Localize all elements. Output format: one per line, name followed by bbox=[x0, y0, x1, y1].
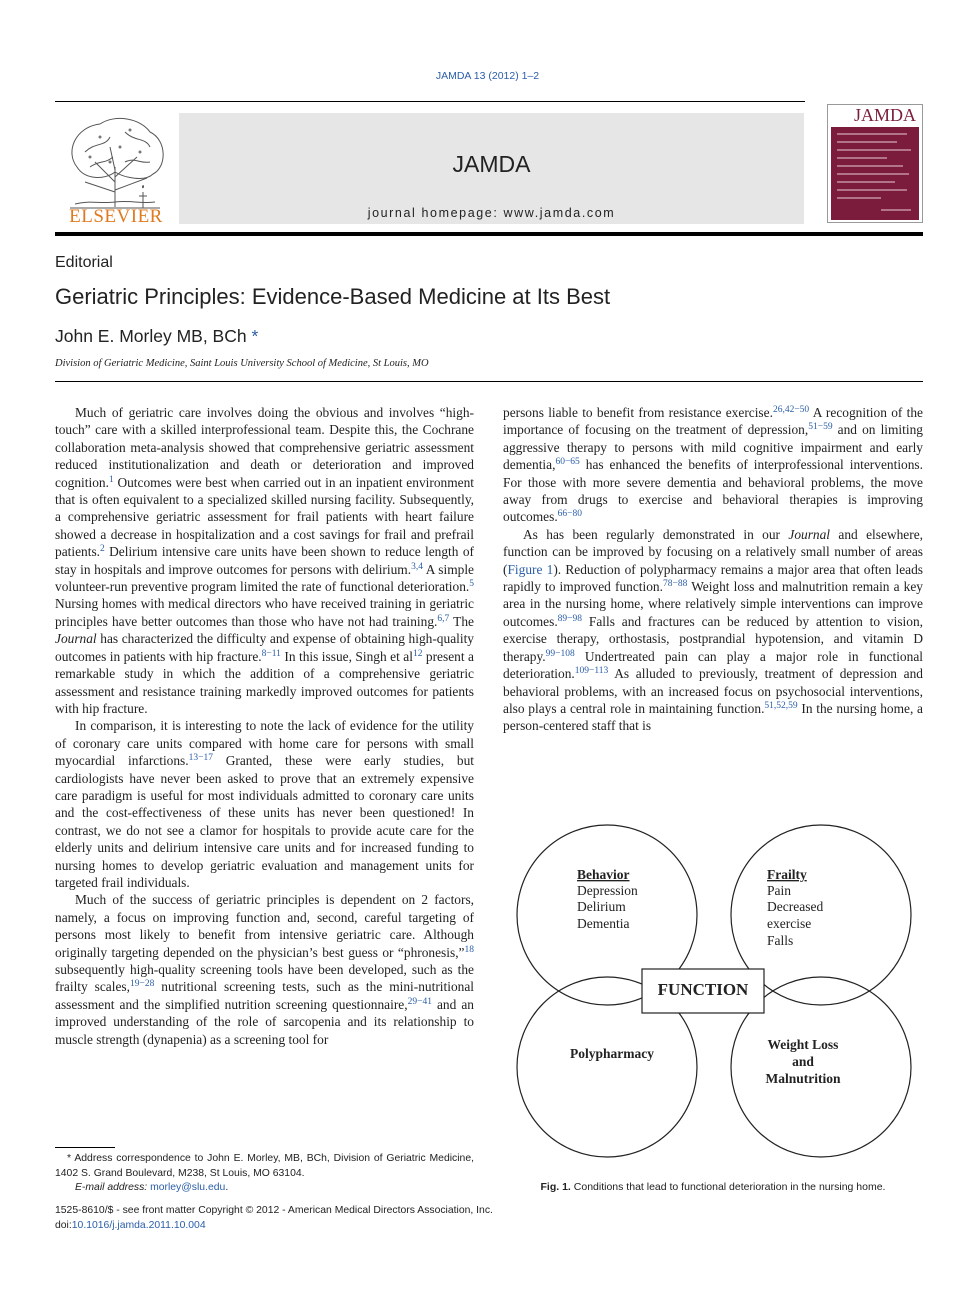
citation-link[interactable]: 2 bbox=[100, 544, 105, 555]
citation-link[interactable]: 12 bbox=[412, 648, 423, 659]
weight-loss-circle bbox=[730, 976, 912, 1158]
elsevier-tree-logo bbox=[70, 117, 164, 209]
polypharmacy-label: Polypharmacy bbox=[570, 1046, 654, 1061]
paragraph: In comparison, it is interesting to note… bbox=[55, 718, 474, 890]
author-name: John E. Morley MB, BCh bbox=[55, 326, 247, 346]
citation-link[interactable]: 109−113 bbox=[574, 666, 609, 677]
page-footer: 1525-8610/$ - see front matter Copyright… bbox=[55, 1204, 493, 1233]
behavior-item: Delirium bbox=[577, 899, 626, 914]
article-title: Geriatric Principles: Evidence-Based Med… bbox=[55, 284, 611, 309]
paragraph: Much of geriatric care involves doing th… bbox=[55, 405, 474, 716]
weight-loss-label: Malnutrition bbox=[765, 1071, 840, 1086]
citation-link[interactable]: 60−65 bbox=[555, 457, 580, 468]
journal-cover-thumbnail[interactable]: JAMDA bbox=[827, 104, 923, 223]
doi-line: doi:10.1016/j.jamda.2011.10.004 bbox=[55, 1219, 206, 1231]
cover-title: JAMDA bbox=[853, 105, 916, 125]
figure-caption-text: Conditions that lead to functional deter… bbox=[573, 1181, 886, 1193]
cover-art bbox=[831, 127, 919, 220]
frailty-circle bbox=[730, 824, 912, 1006]
citation-link[interactable]: 99−108 bbox=[545, 648, 575, 659]
citation-link[interactable]: 78−88 bbox=[662, 579, 688, 590]
figure-1-diagram[interactable]: FUNCTION Behavior Depression Delirium De… bbox=[509, 817, 919, 1167]
citation-link[interactable]: 6,7 bbox=[437, 613, 450, 624]
behavior-heading: Behavior bbox=[577, 867, 630, 882]
footnote-mark: * bbox=[67, 1153, 72, 1164]
citation-link[interactable]: 29−41 bbox=[407, 996, 432, 1007]
frailty-item: Falls bbox=[767, 933, 793, 948]
affiliation-rule bbox=[55, 381, 923, 382]
paragraph: Much of the success of geriatric princip… bbox=[55, 892, 475, 1047]
citation-link[interactable]: 3,4 bbox=[411, 561, 423, 572]
citation-link[interactable]: 19−28 bbox=[129, 979, 155, 990]
behavior-circle bbox=[516, 824, 698, 1006]
body-column-left: Much of geriatric care involves doing th… bbox=[55, 404, 474, 1048]
header-rule bbox=[55, 101, 805, 102]
footnote-rule bbox=[55, 1147, 115, 1148]
citation-link[interactable]: 51,52,59 bbox=[764, 700, 798, 711]
weight-loss-label: Weight Loss bbox=[768, 1037, 839, 1052]
function-label: FUNCTION bbox=[658, 980, 749, 999]
figure-caption: Fig. 1. Conditions that lead to function… bbox=[503, 1181, 923, 1193]
paragraph: As has been regularly demonstrated in ou… bbox=[503, 526, 923, 734]
figure-caption-label: Fig. 1. bbox=[540, 1181, 571, 1193]
journal-banner: JAMDA journal homepage: www.jamda.com bbox=[179, 113, 804, 224]
figure-link[interactable]: Figure 1 bbox=[507, 561, 554, 577]
citation-link[interactable]: 13−17 bbox=[188, 753, 213, 764]
citation-link[interactable]: 89−98 bbox=[557, 613, 583, 624]
body-column-right: persons liable to benefit from resistanc… bbox=[503, 404, 923, 735]
frailty-item: Pain bbox=[767, 883, 791, 898]
weight-loss-label: and bbox=[792, 1054, 814, 1069]
citation-link[interactable]: 5 bbox=[469, 579, 474, 590]
author-footnote-link[interactable]: * bbox=[251, 326, 259, 346]
journal-homepage-link[interactable]: journal homepage: www.jamda.com bbox=[367, 206, 616, 220]
citation-link[interactable]: 66−80 bbox=[557, 509, 583, 520]
email-link[interactable]: morley@slu.edu bbox=[150, 1182, 226, 1193]
elsevier-wordmark: ELSEVIER bbox=[69, 206, 163, 227]
frailty-item: Decreased bbox=[767, 899, 823, 914]
issn-copyright: 1525-8610/$ - see front matter Copyright… bbox=[55, 1205, 493, 1216]
citation-link[interactable]: 1 bbox=[108, 474, 114, 485]
function-box bbox=[641, 968, 765, 1014]
behavior-item: Dementia bbox=[577, 916, 629, 931]
section-label: Editorial bbox=[55, 254, 113, 271]
citation-link[interactable]: 26,42−50 bbox=[772, 405, 810, 415]
citation-link[interactable]: 51−59 bbox=[808, 422, 833, 433]
paragraph: persons liable to benefit from resistanc… bbox=[503, 405, 923, 525]
email-label: E-mail address: bbox=[75, 1182, 148, 1193]
frailty-heading: Frailty bbox=[767, 867, 807, 882]
polypharmacy-circle bbox=[516, 976, 698, 1158]
citation-link[interactable]: 18 bbox=[464, 944, 475, 955]
cover-header: JAMDA bbox=[828, 105, 922, 127]
author-line: John E. Morley MB, BCh * bbox=[55, 326, 258, 347]
correspondence-footnote: * Address correspondence to John E. Morl… bbox=[55, 1153, 474, 1193]
footnote-address: Address correspondence to John E. Morley… bbox=[55, 1153, 474, 1179]
journal-title: JAMDA bbox=[452, 151, 531, 177]
doi-link[interactable]: 10.1016/j.jamda.2011.10.004 bbox=[71, 1219, 206, 1231]
citation-link[interactable]: 8−11 bbox=[261, 648, 281, 659]
running-head[interactable]: JAMDA 13 (2012) 1–2 bbox=[435, 70, 540, 82]
frailty-item: exercise bbox=[767, 916, 811, 931]
header-thick-rule bbox=[55, 232, 923, 236]
affiliation: Division of Geriatric Medicine, Saint Lo… bbox=[55, 358, 429, 369]
behavior-item: Depression bbox=[577, 883, 638, 898]
